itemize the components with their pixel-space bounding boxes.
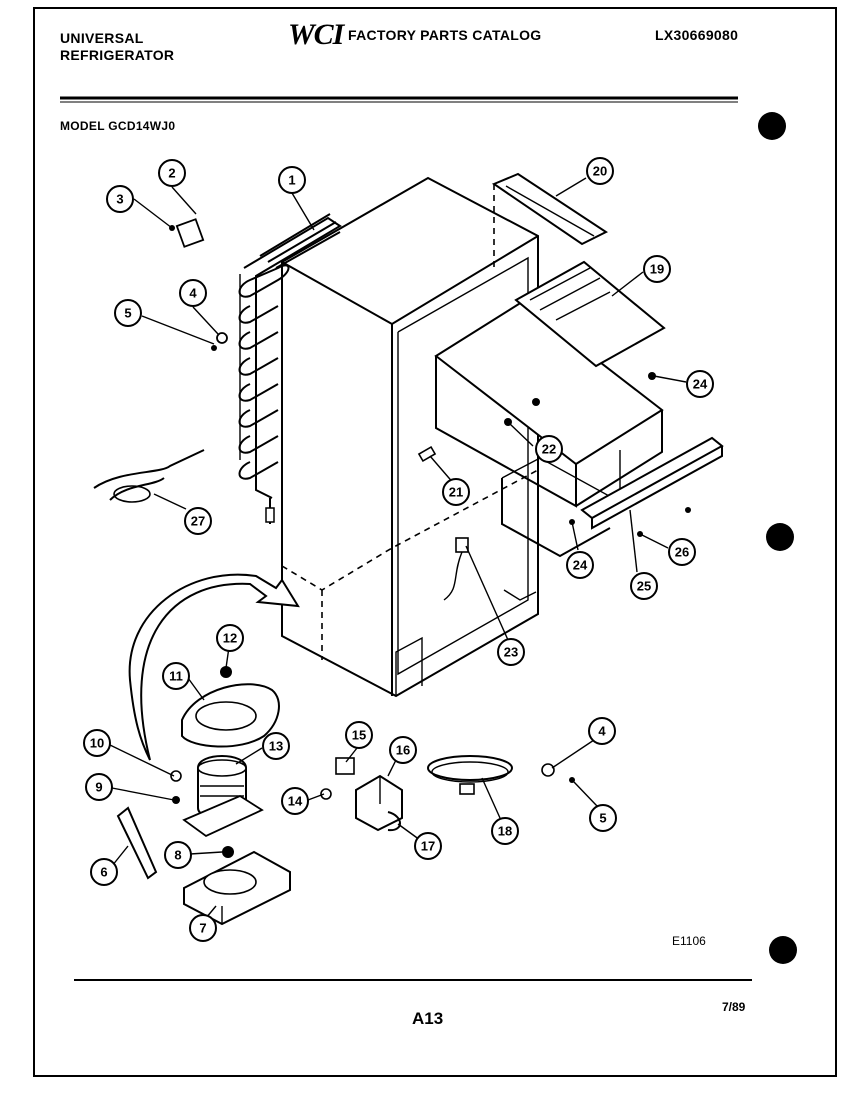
- page-number: A13: [412, 1009, 444, 1028]
- callout-label: 15: [352, 728, 366, 743]
- callout-label: 4: [189, 286, 197, 301]
- callout-4b: 4: [588, 717, 616, 745]
- callout-label: 16: [396, 743, 410, 758]
- assembly-arrow: [128, 573, 300, 761]
- model-number: MODEL GCD14WJ0: [60, 119, 176, 133]
- callout-label: 24: [573, 558, 588, 573]
- callout-label: 27: [191, 514, 205, 529]
- part-19-panel: [514, 260, 666, 368]
- callout-25: 25: [630, 572, 658, 600]
- callout-label: 5: [599, 811, 606, 826]
- freezer-compartment: [434, 300, 664, 558]
- callout-label: 17: [421, 839, 435, 854]
- callout-10: 10: [83, 729, 111, 757]
- callout-13: 13: [262, 732, 290, 760]
- callout-label: 22: [542, 442, 556, 457]
- callout-label: 24: [693, 377, 708, 392]
- callout-label: 20: [593, 164, 607, 179]
- part-7-base-tray: [183, 850, 291, 926]
- part-27-harness: [93, 449, 205, 503]
- callout-4: 4: [179, 279, 207, 307]
- condenser-coil: [238, 213, 342, 524]
- brand-line-1: UNIVERSAL: [60, 30, 144, 46]
- print-date: 7/89: [722, 1000, 746, 1014]
- callout-12: 12: [216, 624, 244, 652]
- callout-22: 22: [535, 435, 563, 463]
- callout-label: 13: [269, 739, 283, 754]
- callout-label: 23: [504, 645, 518, 660]
- callout-label: 4: [598, 724, 606, 739]
- page-border: [33, 7, 837, 1077]
- drawing-code: E1106: [672, 934, 706, 948]
- callout-14: 14: [281, 787, 309, 815]
- callout-7: 7: [189, 914, 217, 942]
- binder-hole-top: [758, 112, 786, 140]
- callout-label: 6: [100, 865, 107, 880]
- callout-26: 26: [668, 538, 696, 566]
- callout-label: 25: [637, 579, 651, 594]
- callout-label: 8: [174, 848, 181, 863]
- callout-label: 11: [169, 669, 183, 684]
- callout-1: 1: [278, 166, 306, 194]
- callout-24b: 24: [566, 551, 594, 579]
- callout-label: 5: [124, 306, 131, 321]
- callout-8: 8: [164, 841, 192, 869]
- part-16-relay: [355, 774, 403, 832]
- callout-label: 21: [449, 485, 463, 500]
- callout-16: 16: [389, 736, 417, 764]
- part-11-drain-pan: [181, 683, 280, 748]
- callout-5: 5: [114, 299, 142, 327]
- callout-23: 23: [497, 638, 525, 666]
- callout-6: 6: [90, 858, 118, 886]
- callout-24a: 24: [686, 370, 714, 398]
- part-20-strip: [491, 172, 608, 272]
- callout-15: 15: [345, 721, 373, 749]
- callout-label: 3: [116, 192, 123, 207]
- binder-hole-bottom: [769, 936, 797, 964]
- catalog-title: FACTORY PARTS CATALOG: [348, 27, 542, 43]
- brand-line-2: REFRIGERATOR: [60, 47, 175, 63]
- wci-logo: WCI: [288, 18, 344, 51]
- small-fasteners: [169, 218, 691, 858]
- refrigerator-cabinet: [281, 176, 539, 698]
- callout-18: 18: [491, 817, 519, 845]
- callout-label: 9: [95, 780, 102, 795]
- callout-label: 14: [288, 794, 303, 809]
- document-number: LX30669080: [655, 27, 739, 43]
- binder-hole-middle: [766, 523, 794, 551]
- callout-label: 2: [168, 166, 175, 181]
- callout-label: 10: [90, 736, 104, 751]
- callout-19: 19: [643, 255, 671, 283]
- callout-label: 7: [199, 921, 206, 936]
- callout-17: 17: [414, 832, 442, 860]
- callout-label: 12: [223, 631, 237, 646]
- callout-27: 27: [184, 507, 212, 535]
- part-25-strip: [580, 436, 724, 530]
- callout-11: 11: [162, 662, 190, 690]
- part-6-bracket: [116, 806, 158, 880]
- callout-3: 3: [106, 185, 134, 213]
- callout-5b: 5: [589, 804, 617, 832]
- callout-label: 1: [288, 173, 295, 188]
- callout-label: 26: [675, 545, 689, 560]
- callout-21: 21: [442, 478, 470, 506]
- callout-2: 2: [158, 159, 186, 187]
- callout-20: 20: [586, 157, 614, 185]
- part-18-power-cord: [427, 755, 513, 795]
- callout-label: 18: [498, 824, 512, 839]
- part-13-compressor: [182, 755, 264, 838]
- callout-label: 19: [650, 262, 664, 277]
- callout-9: 9: [85, 773, 113, 801]
